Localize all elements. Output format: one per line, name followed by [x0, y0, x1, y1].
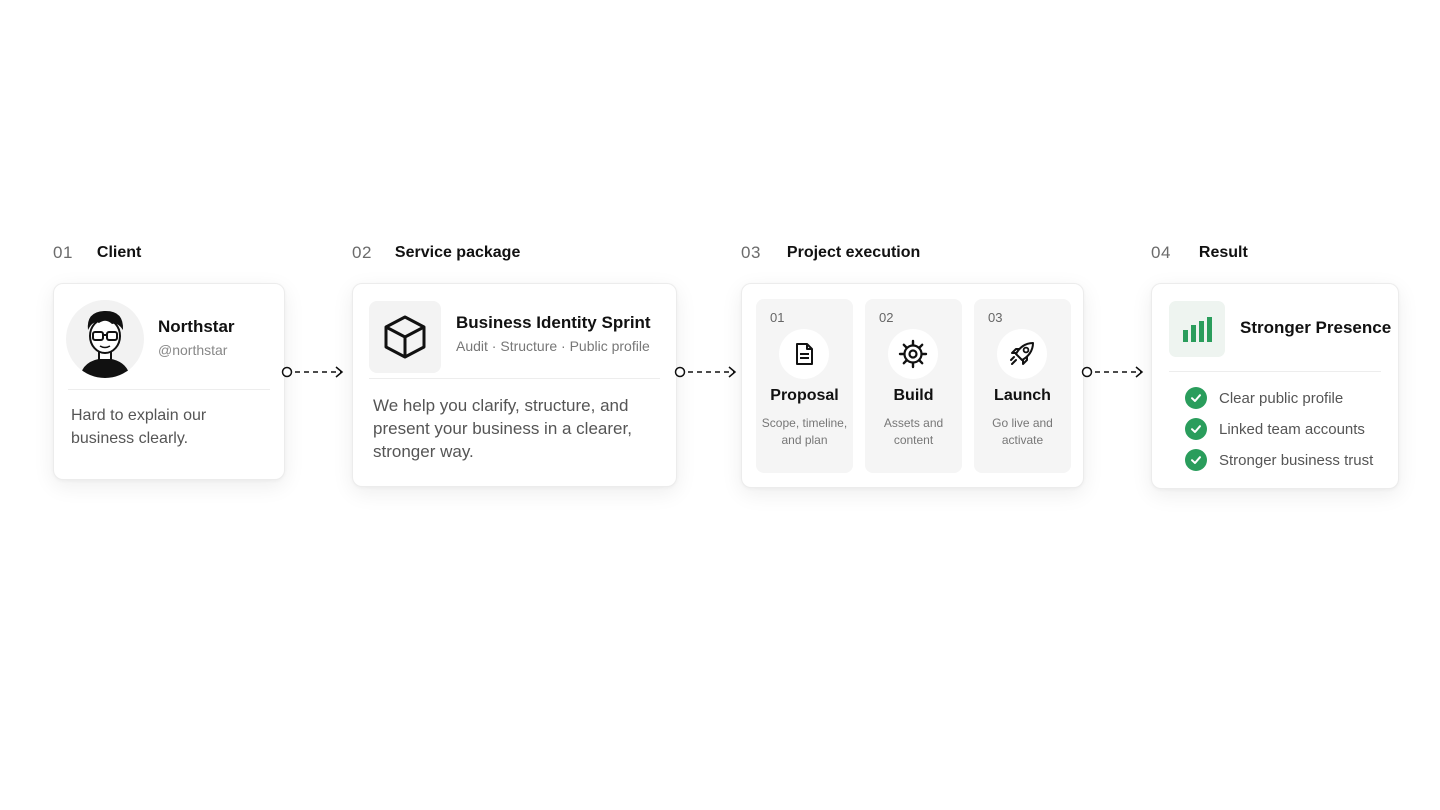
avatar	[66, 300, 144, 378]
service-card[interactable]: Business Identity Sprint Audit · Structu…	[352, 283, 677, 487]
service-title: Business Identity Sprint	[456, 313, 651, 332]
service-icon-box	[369, 301, 441, 373]
connector-arrow	[281, 366, 344, 378]
connector-arrow	[674, 366, 737, 378]
step-icon-circle	[997, 329, 1047, 379]
check-circle-icon	[1185, 387, 1207, 409]
stage-number: 03	[741, 243, 761, 262]
benefit-item: Linked team accounts	[1185, 418, 1365, 440]
stage-header-execution: 03 Project execution	[741, 243, 920, 263]
benefit-item: Clear public profile	[1185, 387, 1343, 409]
stage-title: Service package	[394, 244, 521, 261]
step-title: Launch	[994, 387, 1051, 404]
step-title: Proposal	[770, 387, 839, 404]
stage-header-service: 02 Service package	[352, 243, 520, 263]
service-description: We help you clarify, structure, and pres…	[373, 396, 632, 461]
step-description: Scope, timeline, and plan	[761, 416, 848, 447]
stage-number: 02	[352, 243, 372, 262]
stage-title: Client	[96, 244, 142, 261]
step-icon-circle	[888, 329, 938, 379]
divider	[68, 389, 270, 390]
bar-chart-icon	[1183, 317, 1212, 342]
step-number: 03	[988, 310, 1003, 325]
step-build[interactable]: 02 Build Assets and content	[865, 299, 962, 473]
result-icon-box	[1169, 301, 1225, 357]
step-proposal[interactable]: 01 Proposal Scope, timeline, and plan	[756, 299, 853, 473]
stage-number: 04	[1151, 243, 1171, 262]
stage-header-result: 04 Result	[1151, 243, 1248, 263]
step-icon-circle	[779, 329, 829, 379]
stage-number: 01	[53, 243, 73, 262]
document-icon	[796, 343, 813, 365]
cube-icon	[384, 315, 426, 359]
divider	[369, 378, 660, 379]
check-circle-icon	[1185, 449, 1207, 471]
person-with-glasses-avatar-icon	[80, 310, 130, 378]
stage-header-client: 01 Client	[53, 243, 141, 263]
result-card[interactable]: Stronger Presence Clear public profile L…	[1151, 283, 1399, 489]
service-tags: Audit · Structure · Public profile	[456, 338, 650, 354]
benefit-label: Stronger business trust	[1219, 451, 1374, 469]
step-launch[interactable]: 03 Launch Go live and activate	[974, 299, 1071, 473]
step-number: 01	[770, 310, 785, 325]
execution-card[interactable]: 01 Proposal Scope, timeline, and plan 02	[741, 283, 1084, 488]
step-title: Build	[893, 387, 934, 404]
step-number: 02	[879, 310, 894, 325]
gear-icon	[898, 339, 928, 369]
client-card[interactable]: Northstar @northstar Hard to explain our…	[53, 283, 285, 480]
check-circle-icon	[1185, 418, 1207, 440]
step-description: Assets and content	[883, 416, 944, 447]
rocket-icon	[1010, 342, 1034, 365]
divider	[1169, 371, 1381, 372]
benefit-label: Linked team accounts	[1219, 420, 1365, 438]
client-quote: Hard to explain our business clearly.	[71, 407, 207, 447]
client-handle: @northstar	[158, 342, 228, 358]
connector-arrow	[1081, 366, 1144, 378]
step-description: Go live and activate	[992, 416, 1053, 447]
stage-title: Project execution	[786, 244, 921, 261]
stage-title: Result	[1198, 244, 1248, 261]
benefit-item: Stronger business trust	[1185, 449, 1373, 471]
benefit-label: Clear public profile	[1219, 389, 1344, 407]
result-title: Stronger Presence	[1240, 318, 1392, 337]
client-name: Northstar	[158, 317, 235, 336]
